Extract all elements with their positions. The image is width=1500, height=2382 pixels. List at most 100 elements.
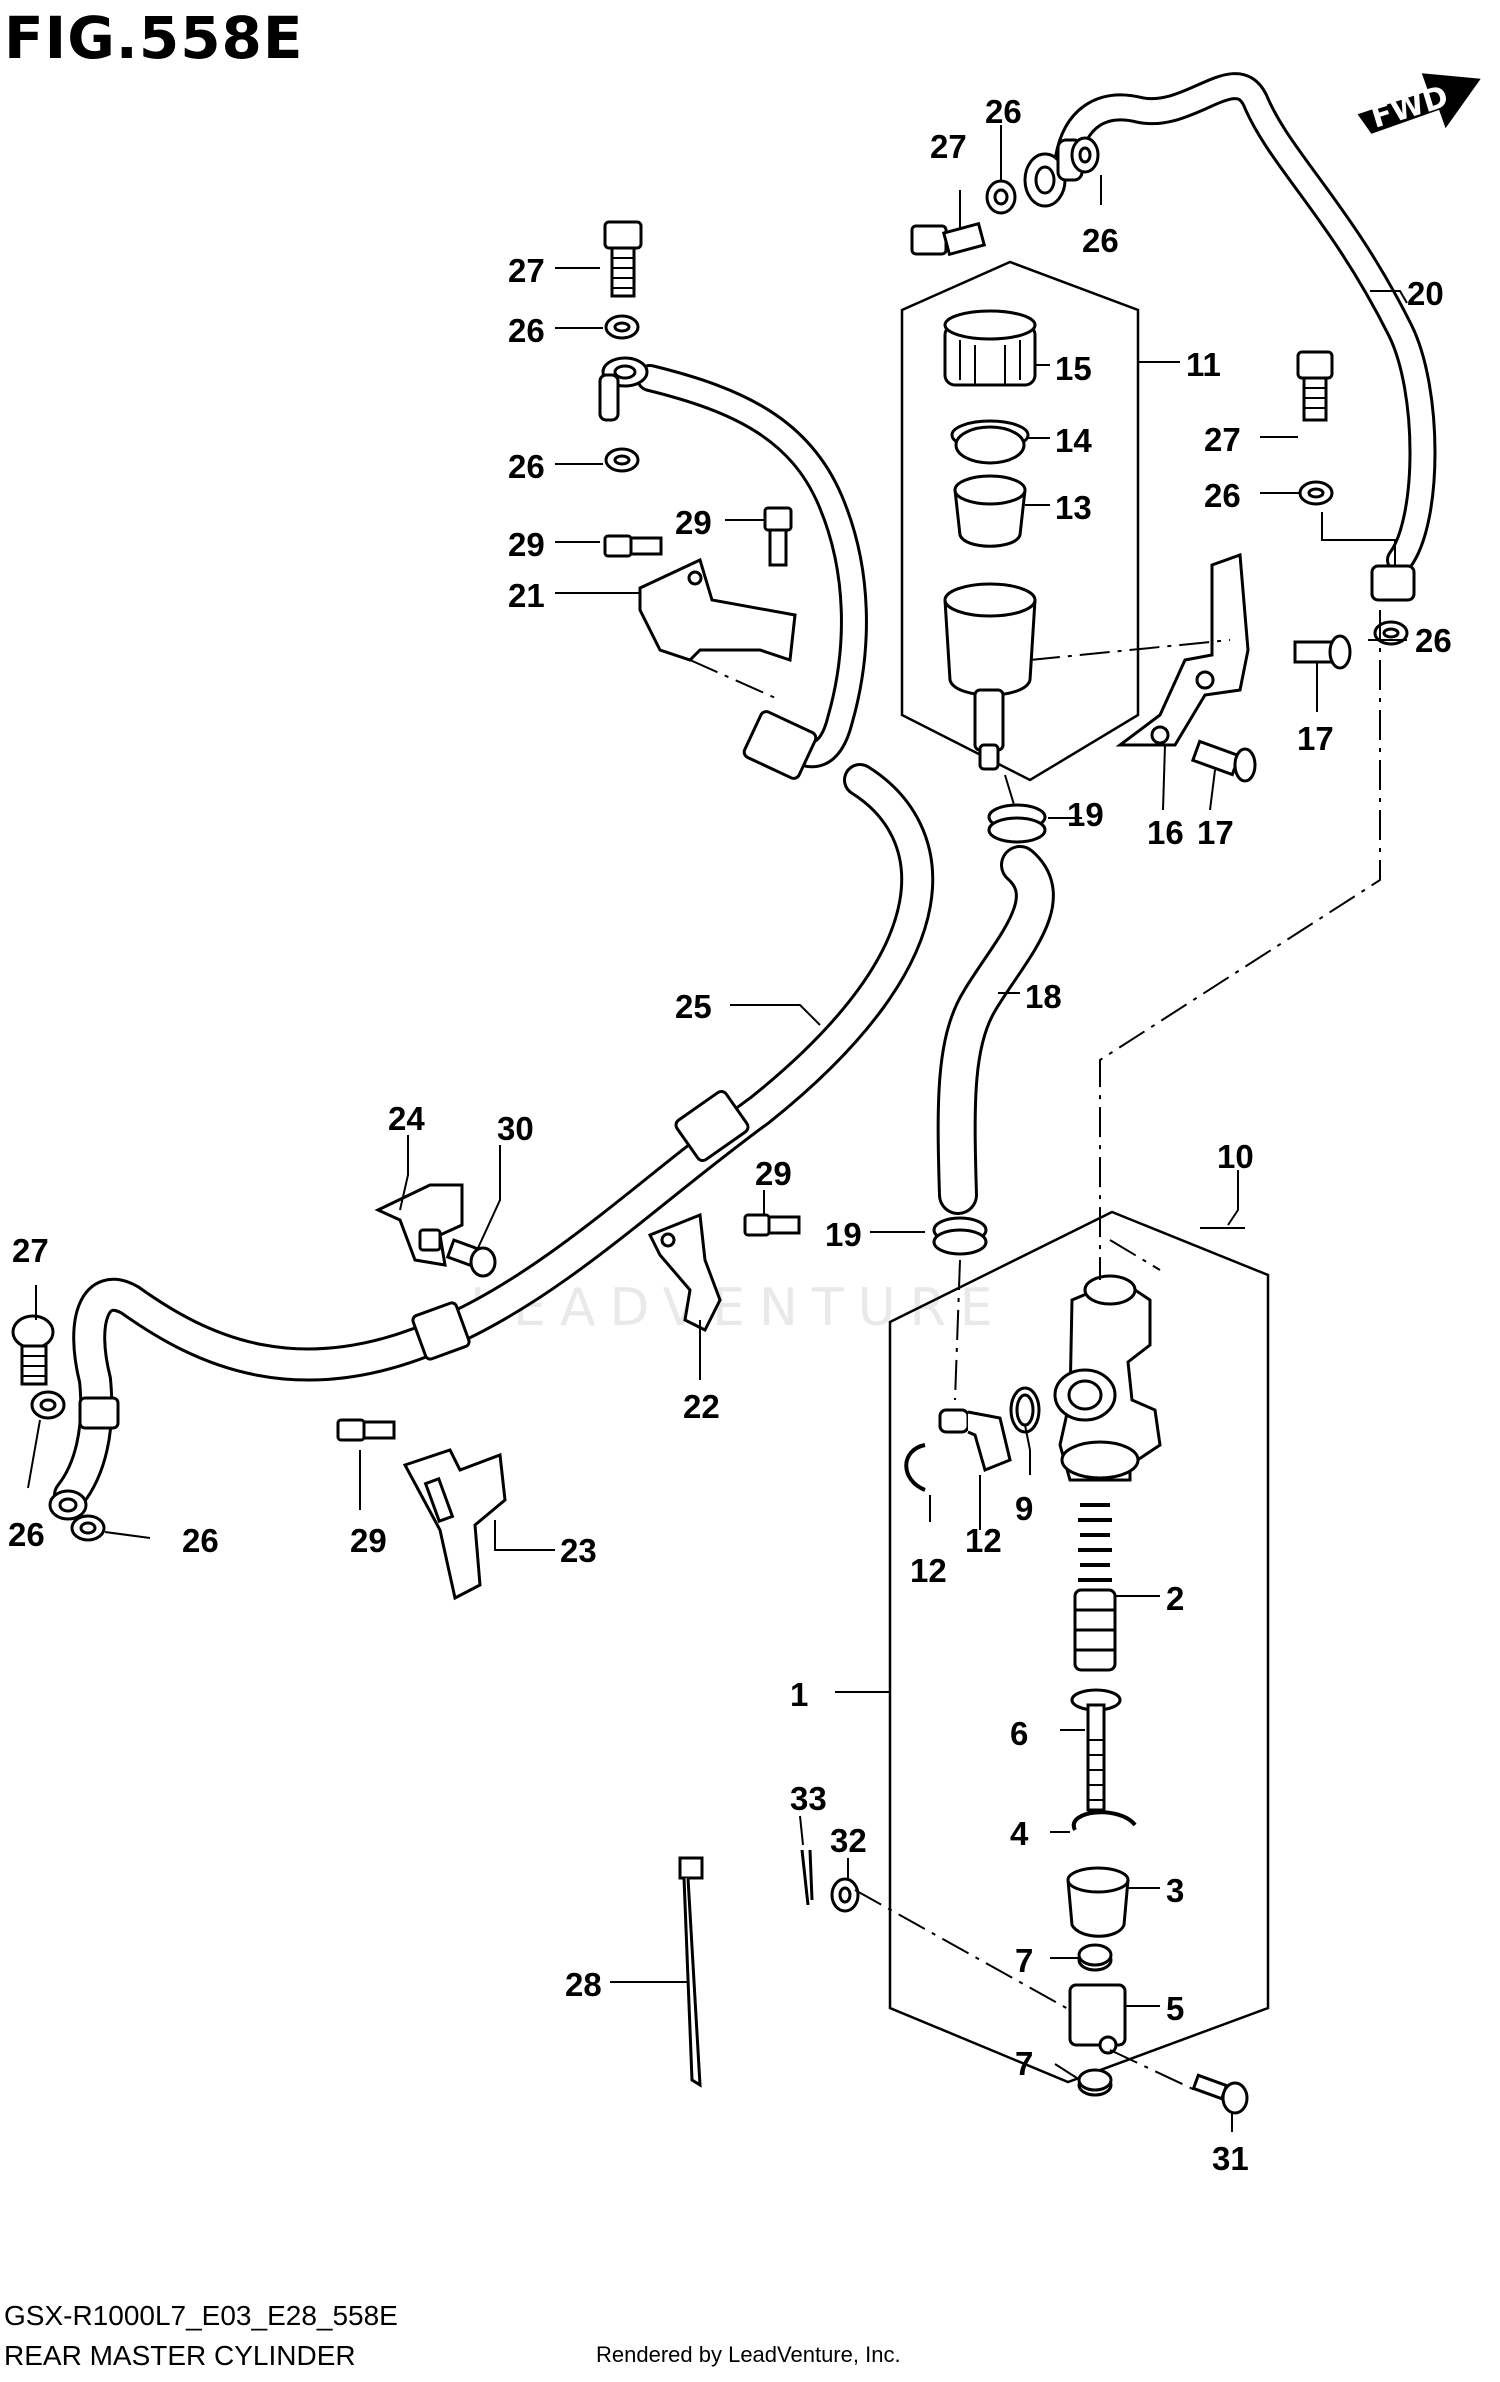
callout-33: 33 <box>790 1780 827 1817</box>
bolt-30 <box>445 1238 497 1278</box>
callout-12: 11 <box>1186 346 1221 383</box>
cable-tie-28 <box>678 1856 704 2088</box>
callout-20: 20 <box>1407 275 1444 312</box>
callout-18: 18 <box>1025 978 1062 1015</box>
callout-5: 5 <box>1166 1990 1184 2027</box>
callout-29: 29 <box>508 526 545 563</box>
callout-7: 7 <box>1015 1942 1033 1979</box>
reservoir-cap-15 <box>943 309 1037 387</box>
clevis-5 <box>1068 1983 1127 2055</box>
bolt-27-top <box>910 221 987 257</box>
figure-caption: REAR MASTER CYLINDER <box>4 2340 356 2371</box>
callout-26: 26 <box>1415 622 1452 659</box>
callout-26: 26 <box>8 1516 45 1553</box>
bracket-23 <box>402 1448 507 1601</box>
callout-14: 14 <box>1055 422 1092 459</box>
callout-15: 15 <box>1055 350 1092 387</box>
reservoir-group-box <box>900 260 1140 782</box>
hose-20-fitting <box>1370 564 1416 602</box>
clamp-19-lower <box>932 1216 988 1256</box>
pin-31 <box>1191 2073 1249 2115</box>
push-rod-6 <box>1070 1688 1122 1812</box>
callout-26: 26 <box>508 448 545 485</box>
washer-32 <box>830 1877 860 1913</box>
callout-17: 17 <box>1197 814 1234 851</box>
reservoir-tank <box>943 582 1037 771</box>
circlip-10 <box>904 1443 926 1492</box>
bolt-27-right <box>1296 350 1334 422</box>
union-fitting <box>742 710 818 780</box>
callout-27: 27 <box>1204 421 1241 458</box>
diaphragm-13 <box>953 474 1027 548</box>
pipe-8 <box>938 1408 1012 1473</box>
callout-19: 19 <box>1067 796 1104 833</box>
callout-27: 27 <box>930 128 967 165</box>
piston-assembly-2 <box>1073 1503 1117 1672</box>
callout-32: 32 <box>830 1822 867 1859</box>
callout-7: 7 <box>1015 2045 1033 2082</box>
callout-16: 16 <box>1147 814 1184 851</box>
fwd-arrow-icon: FWD <box>1357 73 1481 136</box>
callout-2: 2 <box>1166 1580 1184 1617</box>
callout-26: 26 <box>1082 222 1119 259</box>
master-cylinder-group-box <box>888 1210 1270 2084</box>
circlip-4 <box>1071 1810 1137 1831</box>
callout-27: 27 <box>508 252 545 289</box>
boot-3 <box>1066 1866 1130 1938</box>
master-cylinder-body <box>1053 1274 1162 1482</box>
callout-24: 24 <box>388 1100 425 1137</box>
callout-30: 30 <box>497 1110 534 1147</box>
watermark: LEADVENTURE <box>470 1278 1007 1338</box>
diaphragm-plate-14 <box>950 419 1030 465</box>
callout-29: 29 <box>675 504 712 541</box>
bolt-27-upper-left <box>603 220 643 298</box>
callout-1: 1 <box>790 1676 808 1713</box>
banjo-fitting-left <box>598 356 649 422</box>
callout-10: 12 <box>910 1552 947 1589</box>
washers-26 <box>30 136 1409 1542</box>
leader-lines <box>27 125 1408 2132</box>
callout-26: 26 <box>985 93 1022 130</box>
hose-25 <box>53 763 935 1512</box>
fwd-label: FWD <box>1367 79 1452 135</box>
hose-18 <box>936 845 1055 1215</box>
callout-17: 17 <box>1297 720 1334 757</box>
clamp-19-upper <box>987 803 1047 844</box>
callout-4: 4 <box>1010 1815 1029 1852</box>
callout-labels: 27 26 26 29 21 29 27 26 26 11 15 14 13 2… <box>8 93 1452 2177</box>
rendered-by: Rendered by LeadVenture, Inc. <box>596 2342 901 2367</box>
callout-26: 26 <box>508 312 545 349</box>
callout-19: 19 <box>825 1216 862 1253</box>
upper-brake-hose <box>636 364 868 769</box>
callout-26: 26 <box>1204 477 1241 514</box>
callout-29: 29 <box>350 1522 387 1559</box>
callout-27: 27 <box>12 1232 49 1269</box>
callout-3: 3 <box>1166 1872 1184 1909</box>
bolts-29 <box>336 506 801 1442</box>
connection-lines <box>689 610 1381 2091</box>
cotter-pin-33 <box>800 1849 814 1906</box>
callout-31: 31 <box>1212 2140 1249 2177</box>
callout-23: 23 <box>560 1532 597 1569</box>
hose-25-clamps <box>78 1089 750 1430</box>
callout-22: 22 <box>683 1388 720 1425</box>
bolt-27-left <box>11 1314 55 1386</box>
callout-8: 12 <box>965 1522 1002 1559</box>
banjo-fitting-top <box>1023 138 1084 208</box>
callout-6: 6 <box>1010 1715 1028 1752</box>
bracket-16 <box>1115 552 1250 747</box>
figure-code: GSX-R1000L7_E03_E28_558E <box>4 2300 398 2331</box>
callout-26: 26 <box>182 1522 219 1559</box>
figure-title: FIG.558E <box>4 4 304 72</box>
nuts-7 <box>1077 1943 1113 2097</box>
callout-13: 13 <box>1055 489 1092 526</box>
callout-21: 21 <box>508 577 545 614</box>
callout-11: 10 <box>1217 1138 1254 1175</box>
bracket-22 <box>647 1212 722 1333</box>
callout-29: 29 <box>755 1155 792 1192</box>
bracket-24 <box>374 1183 464 1267</box>
callout-25: 25 <box>675 988 712 1025</box>
hose-20 <box>1054 72 1437 574</box>
callout-9: 9 <box>1015 1490 1033 1527</box>
